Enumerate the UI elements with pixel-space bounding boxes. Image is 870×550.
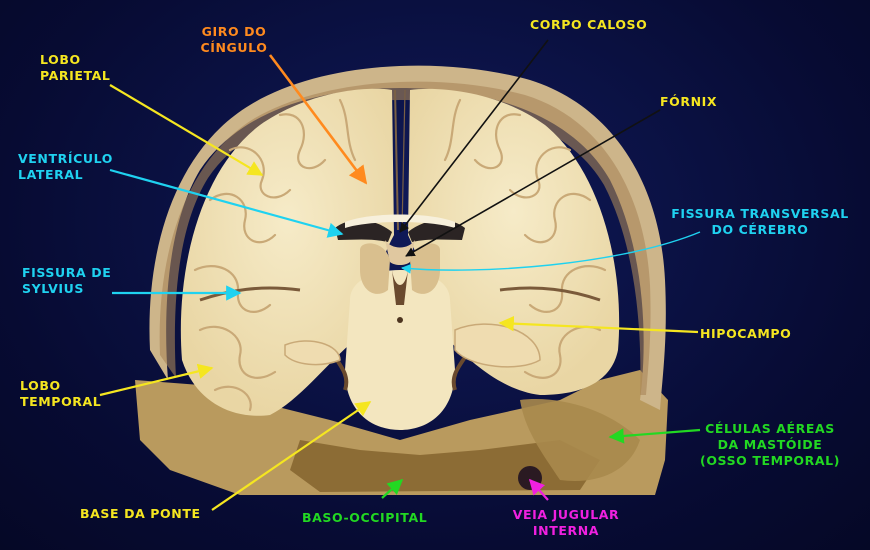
label-line: DO CÉREBRO (711, 222, 809, 237)
label-line: PARIETAL (40, 68, 111, 83)
label-baso-occipital: BASO-OCCIPITAL (302, 510, 427, 526)
arrow-ventriculo-lateral (109, 168, 344, 238)
label-line: CÍNGULO (200, 40, 268, 55)
label-line: (OSSO TEMPORAL) (700, 453, 841, 468)
label-line: INTERNA (532, 523, 600, 538)
skull-base (135, 370, 668, 495)
arrow-giro-do-cingulo (268, 54, 368, 185)
label-line: FISSURA DE (22, 265, 112, 280)
label-line: LATERAL (18, 167, 84, 182)
brain (180, 88, 620, 430)
label-line: DA MASTÓIDE (717, 437, 823, 452)
arrow-baso-occipital (381, 478, 404, 499)
label-line: CORPO CALOSO (530, 17, 648, 32)
label-line: FISSURA TRANSVERSAL (671, 206, 849, 221)
arrow-lobo-temporal (99, 363, 214, 397)
label-line: BASE DA PONTE (80, 506, 201, 521)
label-line: BASO-OCCIPITAL (302, 510, 428, 525)
arrow-hipocampo (498, 315, 699, 334)
arrow-lobo-parietal (109, 84, 264, 176)
label-base-da-ponte: BASE DA PONTE (80, 506, 201, 522)
label-fornix: FÓRNIX (660, 94, 717, 110)
label-line: FÓRNIX (660, 94, 718, 109)
label-line: TEMPORAL (20, 394, 102, 409)
label-line: CÉLULAS AÉREAS (705, 421, 835, 436)
label-corpo-caloso: CORPO CALOSO (530, 17, 647, 33)
label-line: GIRO DO (201, 24, 267, 39)
label-line: HIPOCAMPO (700, 326, 792, 341)
label-line: LOBO (40, 52, 81, 67)
arrow-fissura-transversal (401, 231, 701, 274)
label-line: VENTRÍCULO (18, 151, 113, 166)
arrow-corpo-caloso (399, 39, 549, 233)
arrow-celulas-aereas (608, 428, 701, 444)
arrow-base-da-ponte (211, 401, 372, 511)
pointer-arrows (99, 39, 701, 511)
arrow-fornix (405, 109, 661, 257)
arrow-veia-jugular (528, 478, 549, 501)
label-line: VEIA JUGULAR (512, 507, 620, 522)
label-hipocampo: HIPOCAMPO (700, 326, 791, 342)
label-line: LOBO (20, 378, 61, 393)
label-line: SYLVIUS (22, 281, 84, 296)
